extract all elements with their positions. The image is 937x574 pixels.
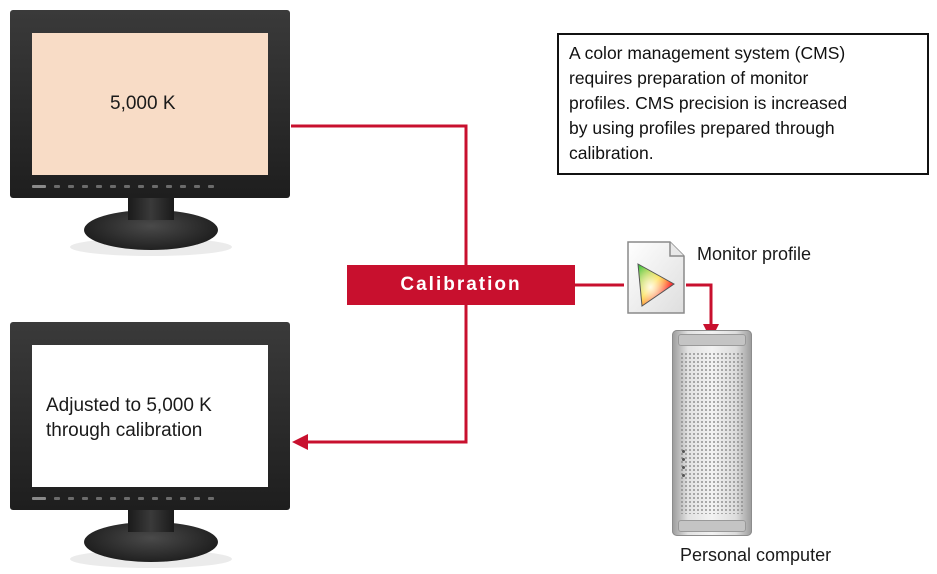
calibration-label-text: Calibration bbox=[400, 274, 522, 295]
monitor-stand-neck bbox=[128, 510, 174, 532]
line-top-monitor-to-calibration bbox=[291, 124, 468, 265]
info-line: by using profiles prepared through bbox=[569, 118, 835, 138]
desktop-tower-icon bbox=[672, 330, 752, 536]
calibration-label: Calibration bbox=[347, 265, 575, 305]
line-calibration-to-bottom-monitor bbox=[306, 305, 468, 444]
info-line: requires preparation of monitor bbox=[569, 68, 809, 88]
screen-text-temperature: 5,000 K bbox=[110, 93, 176, 114]
monitor-profile-label: Monitor profile bbox=[697, 244, 812, 264]
screen-text-line2: through calibration bbox=[46, 420, 203, 441]
info-line: calibration. bbox=[569, 143, 654, 163]
info-line: A color management system (CMS) bbox=[569, 43, 846, 63]
color-profile-document-icon bbox=[627, 241, 685, 314]
arrowhead-to-bottom-monitor bbox=[292, 434, 308, 450]
cms-info-box: A color management system (CMS) requires… bbox=[557, 33, 929, 175]
monitor-bezel: 5,000 K bbox=[10, 10, 290, 198]
info-line: profiles. CMS precision is increased bbox=[569, 93, 848, 113]
line-profile-to-computer bbox=[686, 283, 713, 325]
monitor-screen: Adjusted to 5,000 K through calibration bbox=[32, 345, 268, 487]
screen-text-line1: Adjusted to 5,000 K bbox=[46, 395, 212, 416]
monitor-controls bbox=[32, 182, 268, 190]
monitor-screen: 5,000 K bbox=[32, 33, 268, 175]
monitor-controls bbox=[32, 494, 268, 502]
monitor-bezel: Adjusted to 5,000 K through calibration bbox=[10, 322, 290, 510]
personal-computer-label: Personal computer bbox=[680, 545, 832, 565]
monitor-stand-neck bbox=[128, 198, 174, 220]
